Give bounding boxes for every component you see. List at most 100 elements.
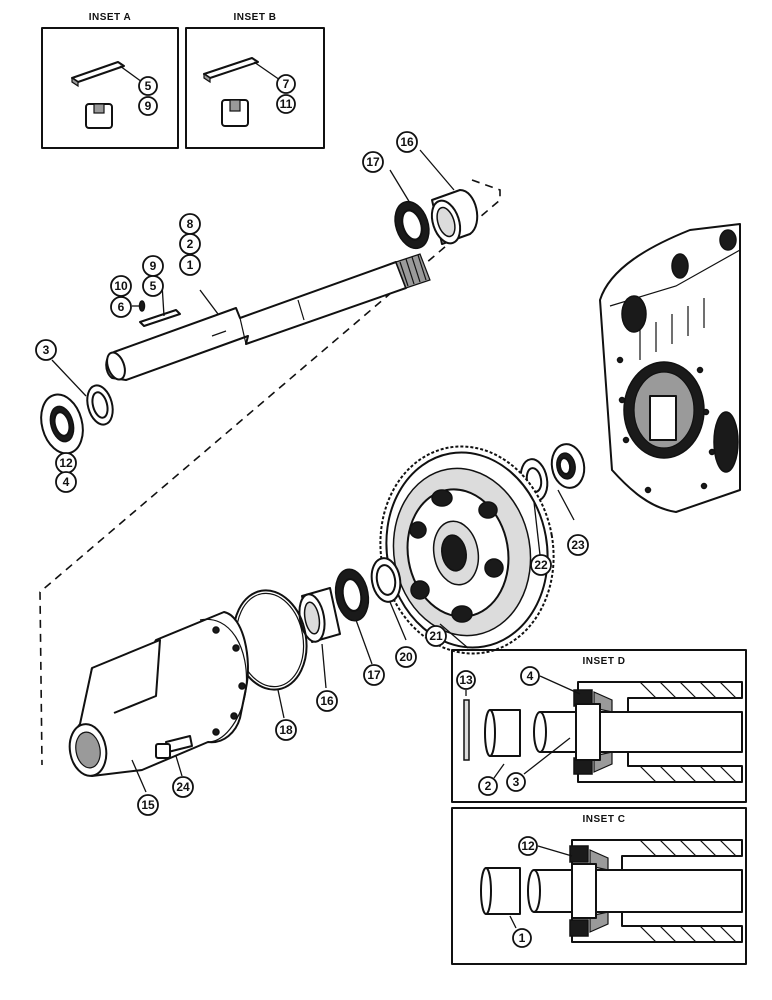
shaft-pin xyxy=(138,300,146,312)
callout-11-inset-b: 11 xyxy=(276,94,296,114)
callout-7-inset-b: 7 xyxy=(276,74,296,94)
assembly-dashed-line xyxy=(39,179,501,766)
callout-5: 5 xyxy=(142,275,164,297)
svg-text:12: 12 xyxy=(59,456,73,470)
svg-text:1: 1 xyxy=(519,931,526,945)
key-end-view-inset-b xyxy=(221,99,249,127)
callout-leaders xyxy=(51,149,575,793)
shaft-key xyxy=(139,309,181,327)
callout-23: 23 xyxy=(567,534,589,556)
thrust-washer-20 xyxy=(370,557,402,603)
inset-b-frame xyxy=(185,27,325,149)
svg-text:4: 4 xyxy=(63,475,70,489)
callout-21: 21 xyxy=(425,625,447,647)
callout-8: 8 xyxy=(179,213,201,235)
callout-22: 22 xyxy=(530,554,552,576)
inset-c-housing-section xyxy=(571,839,743,943)
callout-2-inset-d: 2 xyxy=(478,776,498,796)
svg-text:10: 10 xyxy=(114,279,128,293)
svg-text:13: 13 xyxy=(459,673,473,687)
callout-12: 12 xyxy=(55,452,77,474)
inset-c: INSET C 12 1 xyxy=(451,807,747,965)
inset-c-title: INSET C xyxy=(583,814,626,825)
callout-5-inset-a: 5 xyxy=(138,76,158,96)
pto-shaft xyxy=(105,253,431,381)
oil-seal xyxy=(40,393,84,455)
key-end-view-inset-a xyxy=(85,103,113,129)
callout-12-inset-c: 12 xyxy=(518,836,538,856)
callout-20: 20 xyxy=(395,646,417,668)
inset-a-title: INSET A xyxy=(89,12,132,23)
leader-inset-b xyxy=(253,61,281,81)
inset-b-title: INSET B xyxy=(234,12,277,23)
callout-24: 24 xyxy=(172,776,194,798)
callout-1-inset-c: 1 xyxy=(512,928,532,948)
svg-text:9: 9 xyxy=(150,259,157,273)
callout-6: 6 xyxy=(110,296,132,318)
svg-text:23: 23 xyxy=(571,538,585,552)
transmission-housing xyxy=(599,223,741,513)
bearing-cup-top xyxy=(430,189,479,245)
inset-d-shaft xyxy=(539,711,743,753)
callout-3-inset-d: 3 xyxy=(506,772,526,792)
bearing-cup-lower xyxy=(298,587,341,643)
svg-text:22: 22 xyxy=(534,558,548,572)
inset-c-seal-top xyxy=(569,845,589,863)
shaft-splines xyxy=(395,253,431,289)
svg-text:9: 9 xyxy=(145,99,152,113)
svg-text:8: 8 xyxy=(187,217,194,231)
inset-b: INSET B 7 11 xyxy=(185,12,325,149)
callout-9-inset-a: 9 xyxy=(138,96,158,116)
svg-text:6: 6 xyxy=(118,300,125,314)
leader-inset-a xyxy=(119,65,143,83)
inset-c-frame xyxy=(451,807,747,965)
svg-text:1: 1 xyxy=(187,258,194,272)
inset-a: INSET A 5 9 xyxy=(41,12,179,149)
bearing-cone-lower xyxy=(334,568,370,622)
nut-23 xyxy=(550,443,586,489)
svg-text:2: 2 xyxy=(187,237,194,251)
callout-9: 9 xyxy=(142,255,164,277)
callout-2: 2 xyxy=(179,233,201,255)
svg-text:16: 16 xyxy=(320,694,334,708)
inset-c-shaft xyxy=(533,869,743,913)
svg-text:21: 21 xyxy=(429,629,443,643)
svg-text:5: 5 xyxy=(150,279,157,293)
callout-17-top: 17 xyxy=(362,151,384,173)
inset-d-housing-section xyxy=(577,681,743,783)
callout-15: 15 xyxy=(137,794,159,816)
callout-1: 1 xyxy=(179,254,201,276)
callout-4: 4 xyxy=(55,471,77,493)
spacer-ring xyxy=(86,384,114,426)
inset-d-shim xyxy=(463,699,470,761)
svg-text:11: 11 xyxy=(280,97,293,111)
callout-4-inset-d: 4 xyxy=(520,666,540,686)
callout-16-top: 16 xyxy=(396,131,418,153)
inset-d: INSET D 13 4 2 3 xyxy=(451,649,747,803)
callout-18: 18 xyxy=(275,719,297,741)
callout-10: 10 xyxy=(110,275,132,297)
svg-text:16: 16 xyxy=(400,135,414,149)
svg-text:15: 15 xyxy=(141,798,155,812)
svg-text:7: 7 xyxy=(283,77,290,91)
svg-text:24: 24 xyxy=(176,780,190,794)
callout-17: 17 xyxy=(363,664,385,686)
inset-a-frame xyxy=(41,27,179,149)
svg-text:17: 17 xyxy=(366,155,380,169)
retainer-bolt-holes xyxy=(212,626,246,736)
svg-text:3: 3 xyxy=(513,775,520,789)
svg-text:17: 17 xyxy=(367,668,381,682)
svg-text:5: 5 xyxy=(145,79,152,93)
inset-d-title: INSET D xyxy=(583,656,626,667)
svg-text:18: 18 xyxy=(279,723,293,737)
svg-text:12: 12 xyxy=(521,839,535,853)
housing-bolt-holes xyxy=(616,356,716,494)
inset-d-frame xyxy=(451,649,747,803)
cap-screw-24 xyxy=(155,735,193,759)
svg-text:4: 4 xyxy=(527,669,534,683)
key-part-inset-a xyxy=(71,61,125,88)
svg-text:20: 20 xyxy=(399,650,413,664)
shaft-retainer-housing xyxy=(68,611,249,777)
svg-text:2: 2 xyxy=(485,779,492,793)
callout-13-inset-d: 13 xyxy=(456,670,476,690)
